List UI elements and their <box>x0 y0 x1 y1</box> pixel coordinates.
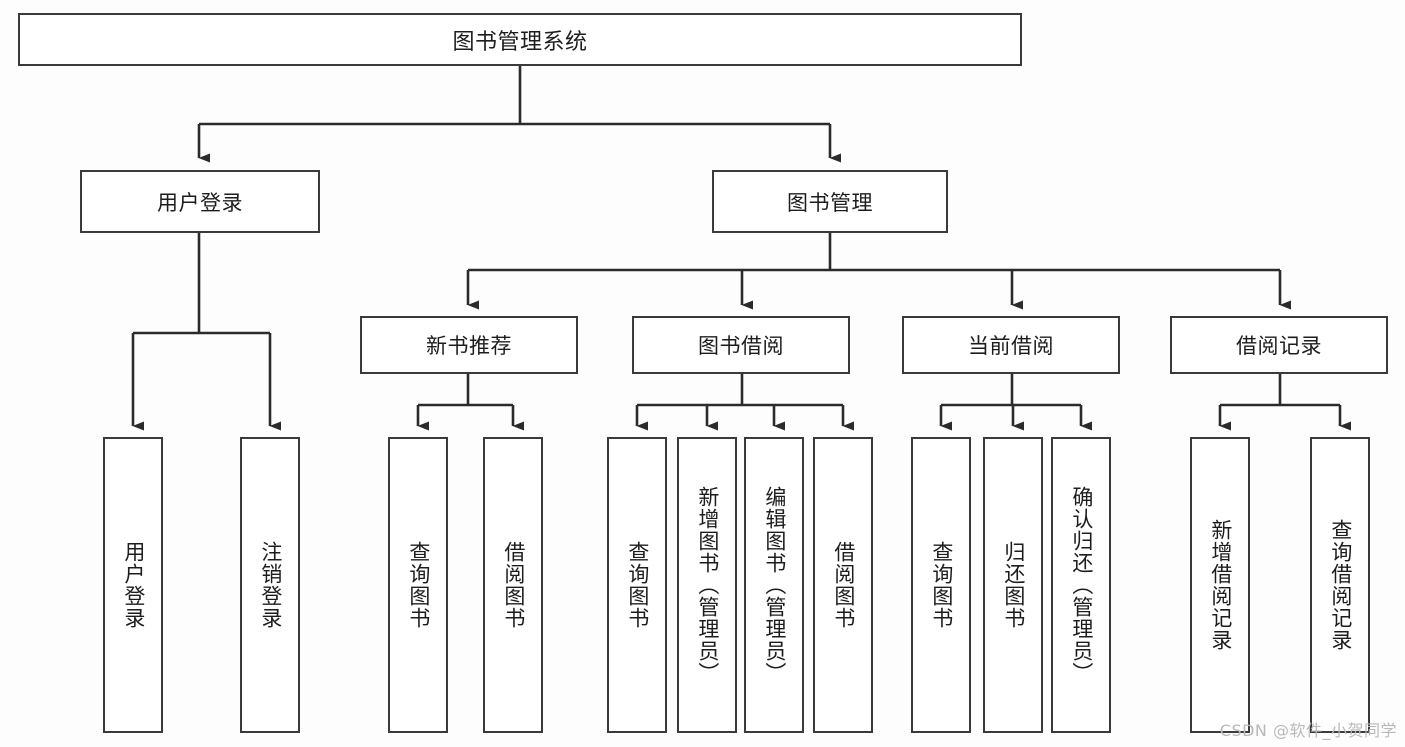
node-leaf-add-record-label: 新增借阅记录 <box>1208 519 1233 651</box>
node-leaf-confirm-return-label: 确认归还（管理员） <box>1069 486 1094 684</box>
node-leaf-return-book-label: 归还图书 <box>1001 541 1026 629</box>
node-current-borrow[interactable]: 当前借阅 <box>902 316 1120 374</box>
node-leaf-query-book-1[interactable]: 查询图书 <box>388 437 448 733</box>
node-leaf-borrow-book-2[interactable]: 借阅图书 <box>813 437 873 733</box>
node-book-borrow-label: 图书借阅 <box>698 334 784 358</box>
node-leaf-query-book-2[interactable]: 查询图书 <box>607 437 667 733</box>
node-leaf-edit-book[interactable]: 编辑图书（管理员） <box>744 437 804 733</box>
node-leaf-query-record-label: 查询借阅记录 <box>1328 519 1353 651</box>
node-leaf-confirm-return[interactable]: 确认归还（管理员） <box>1051 437 1111 733</box>
node-leaf-query-book-3-label: 查询图书 <box>929 541 954 629</box>
node-leaf-add-book[interactable]: 新增图书（管理员） <box>677 437 737 733</box>
node-leaf-logout-label: 注销登录 <box>258 541 283 629</box>
node-root[interactable]: 图书管理系统 <box>18 13 1022 66</box>
node-new-book-rec-label: 新书推荐 <box>426 334 512 358</box>
node-leaf-logout[interactable]: 注销登录 <box>240 437 300 733</box>
node-leaf-add-book-label: 新增图书（管理员） <box>695 486 720 684</box>
node-new-book-rec[interactable]: 新书推荐 <box>360 316 578 374</box>
node-leaf-borrow-book-1[interactable]: 借阅图书 <box>483 437 543 733</box>
node-book-manage[interactable]: 图书管理 <box>712 170 948 233</box>
node-leaf-add-record[interactable]: 新增借阅记录 <box>1190 437 1250 733</box>
node-leaf-edit-book-label: 编辑图书（管理员） <box>762 486 787 684</box>
node-leaf-query-book-2-label: 查询图书 <box>625 541 650 629</box>
node-leaf-user-login-label: 用户登录 <box>121 541 146 629</box>
node-user-login[interactable]: 用户登录 <box>80 170 320 233</box>
node-leaf-query-book-1-label: 查询图书 <box>406 541 431 629</box>
node-borrow-record[interactable]: 借阅记录 <box>1170 316 1388 374</box>
node-leaf-query-record[interactable]: 查询借阅记录 <box>1310 437 1370 733</box>
node-leaf-borrow-book-1-label: 借阅图书 <box>501 541 526 629</box>
node-current-borrow-label: 当前借阅 <box>968 334 1054 358</box>
node-book-manage-label: 图书管理 <box>787 190 873 215</box>
node-leaf-user-login[interactable]: 用户登录 <box>103 437 163 733</box>
node-leaf-return-book[interactable]: 归还图书 <box>983 437 1043 733</box>
node-leaf-borrow-book-2-label: 借阅图书 <box>831 541 856 629</box>
node-user-login-label: 用户登录 <box>157 190 243 215</box>
node-borrow-record-label: 借阅记录 <box>1236 334 1322 358</box>
node-leaf-query-book-3[interactable]: 查询图书 <box>911 437 971 733</box>
node-root-label: 图书管理系统 <box>452 29 588 55</box>
node-book-borrow[interactable]: 图书借阅 <box>632 316 850 374</box>
